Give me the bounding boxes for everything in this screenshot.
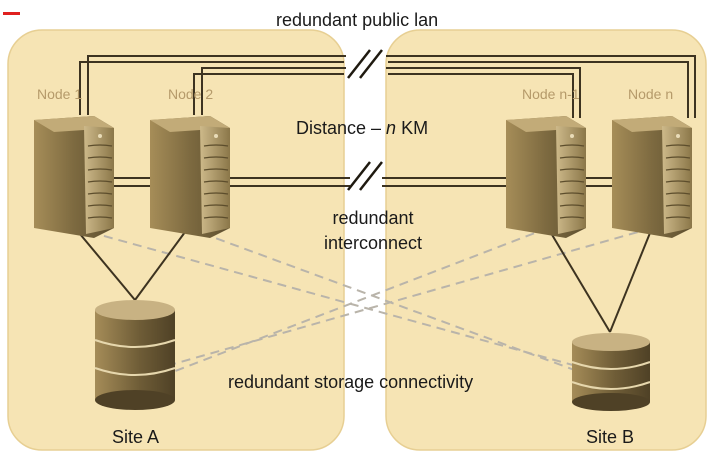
distance-label: Distance – n KM	[296, 118, 428, 139]
site-b-label: Site B	[586, 427, 635, 447]
server-node-2	[150, 116, 230, 238]
distance-prefix: Distance –	[296, 118, 387, 138]
storage-disk-site-a	[94, 300, 176, 410]
server-node-n-1	[506, 116, 586, 238]
interconnect-label: redundant interconnect	[306, 206, 440, 256]
storage-cross-links	[74, 227, 653, 374]
node-label-1: Node 1	[37, 86, 83, 102]
interconnect-line-1: redundant	[332, 208, 414, 228]
public-lan-lines	[79, 55, 696, 118]
storage-disk-site-b	[571, 333, 651, 411]
node-label-2: Node 2	[168, 86, 214, 102]
server-node-1	[34, 116, 114, 238]
public-lan-label: redundant public lan	[276, 10, 439, 30]
site-a-label: Site A	[112, 427, 160, 447]
storage-label: redundant storage connectivity	[228, 372, 474, 392]
red-accent-mark	[3, 12, 20, 15]
distance-n: n	[386, 118, 397, 138]
storage-local-links	[74, 227, 653, 333]
node-label-n: Node n	[628, 86, 674, 102]
node-label-n-1: Node n-1	[522, 86, 580, 102]
distance-suffix: KM	[396, 118, 429, 138]
interconnect-break-mark	[347, 161, 383, 191]
lan-break-mark	[347, 49, 383, 79]
server-node-n	[612, 116, 692, 238]
interconnect-line-2: interconnect	[323, 233, 423, 253]
